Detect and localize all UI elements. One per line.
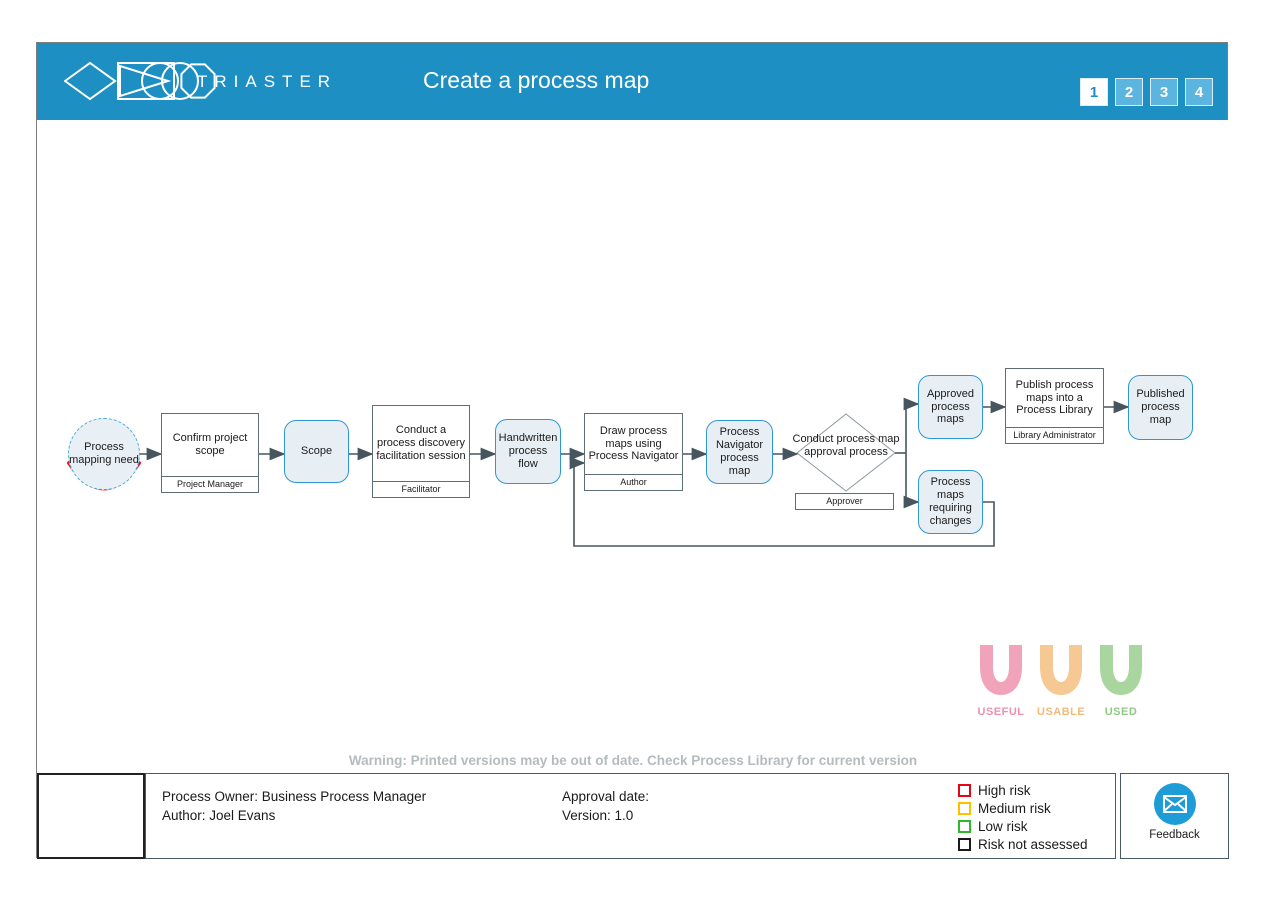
- legend-row-medium-risk: Medium risk: [958, 800, 1088, 817]
- node-process-navigator-map: Process Navigator process map: [706, 420, 773, 484]
- footer-owner-column: Process Owner: Business Process Manager …: [162, 787, 426, 825]
- footer-version-column: Approval date: Version: 1.0: [562, 787, 649, 825]
- footer-empty-box: [37, 773, 145, 859]
- node-label: Draw process maps using Process Navigato…: [588, 424, 679, 463]
- process-owner-text: Process Owner: Business Process Manager: [162, 789, 427, 804]
- approval-date-text: Approval date:: [562, 789, 650, 804]
- legend-row-high-risk: High risk: [958, 782, 1088, 799]
- node-role-label: Approver: [826, 496, 863, 507]
- badge-used: USED: [1097, 644, 1145, 718]
- warning-text: Warning: Printed versions may be out of …: [348, 753, 918, 768]
- feedback-label: Feedback: [1149, 829, 1200, 841]
- high-risk-swatch: [958, 784, 971, 797]
- badge-label: USED: [1104, 706, 1138, 718]
- uuu-badges: USEFUL USABLE USED: [977, 644, 1145, 718]
- badge-label: USEFUL: [977, 706, 1025, 718]
- page-button-1[interactable]: 1: [1080, 78, 1108, 106]
- node-approved-process-maps: Approved process maps: [918, 375, 983, 439]
- node-label: Published process map: [1136, 388, 1185, 426]
- node-role-label: Author: [585, 474, 682, 490]
- node-label: Process maps requiring changes: [929, 476, 972, 527]
- feedback-button[interactable]: [1153, 783, 1196, 825]
- footer-info-cell: Process Owner: Business Process Manager …: [145, 773, 1116, 859]
- legend-label: Risk not assessed: [978, 837, 1088, 852]
- node-publish-process-maps: Publish process maps into a Process Libr…: [1005, 368, 1104, 444]
- node-label: Process mapping need: [69, 441, 139, 466]
- footer-bar: Process Owner: Business Process Manager …: [37, 773, 1229, 859]
- not-assessed-swatch: [958, 838, 971, 851]
- triaster-logo-icon: [64, 61, 216, 101]
- node-label: Process Navigator process map: [715, 426, 764, 477]
- legend-row-low-risk: Low risk: [958, 818, 1088, 835]
- badge-usable: USABLE: [1037, 644, 1085, 718]
- legend-label: High risk: [978, 783, 1031, 798]
- node-draw-process-maps: Draw process maps using Process Navigato…: [584, 413, 683, 491]
- legend-label: Low risk: [978, 819, 1028, 834]
- node-confirm-project-scope: Confirm project scope Project Manager: [161, 413, 259, 493]
- node-label: Confirm project scope: [172, 432, 248, 457]
- badge-useful: USEFUL: [977, 644, 1025, 718]
- page-title: Create a process map: [423, 67, 650, 93]
- node-maps-requiring-changes: Process maps requiring changes: [918, 470, 983, 534]
- node-approver-role-box: Approver: [795, 493, 894, 510]
- node-role-label: Facilitator: [373, 481, 469, 497]
- feedback-cell: Feedback: [1120, 773, 1229, 859]
- version-text: Version: 1.0: [562, 808, 634, 823]
- node-label: Scope: [300, 445, 333, 458]
- medium-risk-swatch: [958, 802, 971, 815]
- envelope-icon: [1162, 795, 1187, 813]
- node-approval-process-label: Conduct process map approval process: [792, 433, 900, 458]
- low-risk-swatch: [958, 820, 971, 833]
- page-button-3[interactable]: 3: [1150, 78, 1178, 106]
- page-button-4[interactable]: 4: [1185, 78, 1213, 106]
- page-nav: 1 2 3 4: [1080, 78, 1213, 106]
- node-published-process-map: Published process map: [1128, 375, 1193, 440]
- usable-u-icon: [1040, 645, 1082, 695]
- document-frame: TRIASTER Create a process map 1 2 3 4: [36, 42, 1229, 859]
- used-u-icon: [1100, 645, 1142, 695]
- legend-label: Medium risk: [978, 801, 1051, 816]
- node-label: Publish process maps into a Process Libr…: [1015, 378, 1094, 417]
- node-process-mapping-need: Process mapping need: [68, 418, 140, 490]
- node-role-label: Library Administrator: [1006, 427, 1103, 443]
- brand-name: TRIASTER: [197, 72, 338, 91]
- node-label: Conduct a process discovery facilitation…: [376, 424, 466, 462]
- map-canvas: Process mapping need Confirm project sco…: [37, 120, 1229, 773]
- node-role-label: Project Manager: [162, 476, 258, 492]
- node-label: Approved process maps: [926, 387, 975, 426]
- useful-u-icon: [980, 645, 1022, 695]
- header-bar: TRIASTER Create a process map 1 2 3 4: [37, 43, 1227, 120]
- node-scope: Scope: [284, 420, 349, 483]
- node-handwritten-process-flow: Handwritten process flow: [495, 419, 561, 484]
- page-button-2[interactable]: 2: [1115, 78, 1143, 106]
- risk-legend: High risk Medium risk Low risk Risk not …: [958, 782, 1088, 854]
- node-discovery-session: Conduct a process discovery facilitation…: [372, 405, 470, 498]
- author-text: Author: Joel Evans: [162, 808, 276, 823]
- badge-label: USABLE: [1037, 706, 1086, 718]
- node-label: Handwritten process flow: [498, 432, 558, 470]
- legend-row-not-assessed: Risk not assessed: [958, 836, 1088, 853]
